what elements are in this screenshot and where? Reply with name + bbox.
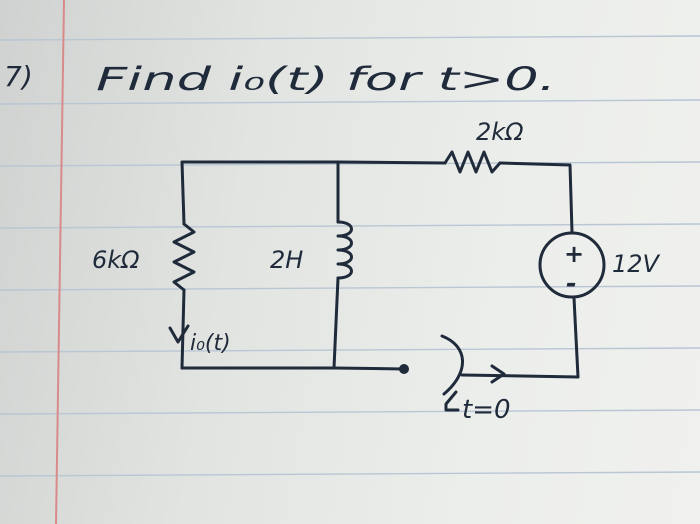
problem-number: 7): [4, 60, 33, 93]
left-wire-lower: [180, 288, 186, 370]
switch-arrow: [490, 364, 506, 384]
resistor-left-label: 6kΩ: [92, 246, 140, 274]
resistor-top-label: 2kΩ: [476, 118, 524, 146]
voltage-source-symbol: [538, 231, 606, 299]
ruled-lines: [0, 35, 700, 477]
inductor-wire-bottom: [332, 276, 340, 370]
margin-line: [55, 0, 65, 524]
top-wire-right: [498, 161, 574, 234]
current-arrow: [168, 324, 190, 344]
top-wire-left: [180, 160, 447, 226]
current-label: i₀(t): [190, 331, 231, 356]
bottom-wire-left: [180, 366, 406, 371]
switch-leader: [444, 390, 460, 412]
source-minus-sign: -: [566, 269, 577, 299]
switch-node: [399, 364, 409, 374]
resistor-top-symbol: [443, 150, 502, 174]
source-value-label: 12V: [612, 250, 661, 278]
bottom-wire-right: [460, 373, 580, 379]
switch-time-label: t=0: [462, 395, 511, 425]
source-plus-sign: +: [564, 240, 584, 268]
circuit: [168, 150, 606, 412]
inductor-label: 2H: [270, 246, 303, 274]
problem-prompt: Find i₀(t) for t>0.: [96, 60, 556, 98]
switch-blade: [440, 334, 464, 396]
inductor-symbol: [336, 220, 353, 280]
resistor-left-symbol: [172, 222, 196, 292]
source-wire-bottom: [572, 296, 580, 379]
